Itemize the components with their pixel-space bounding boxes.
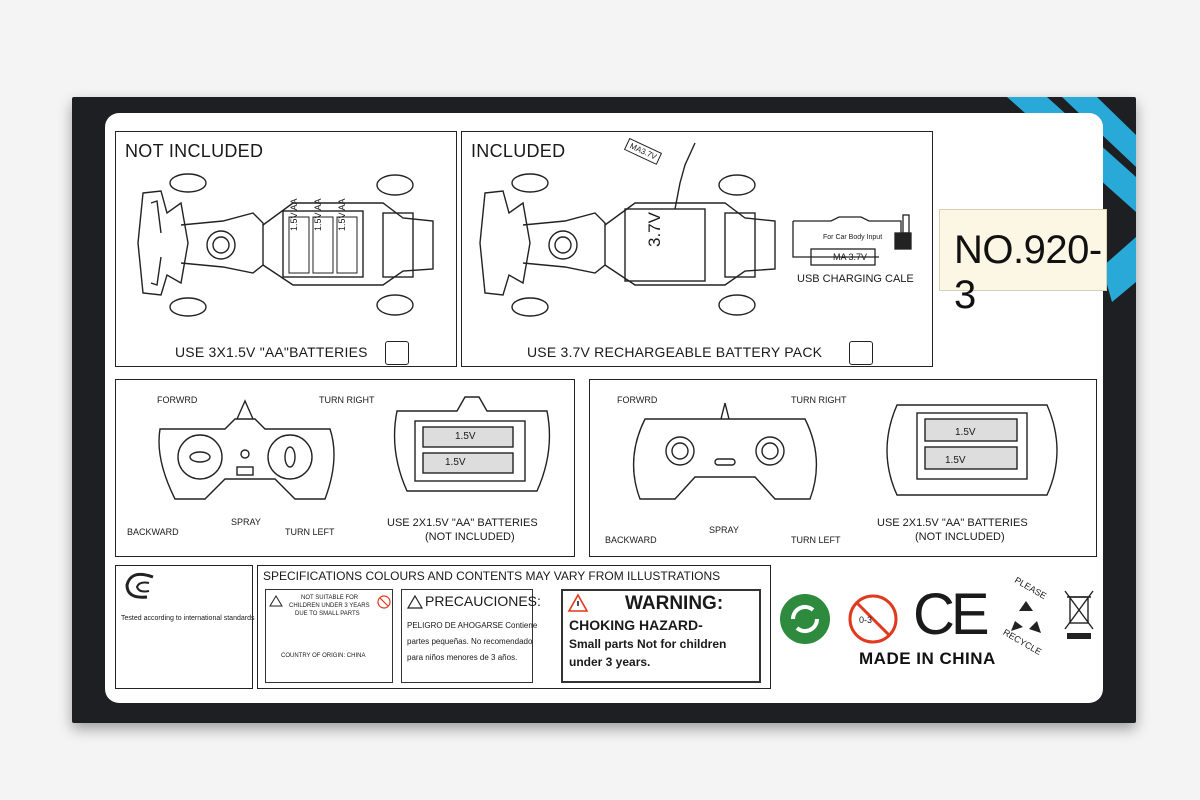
included-heading: INCLUDED <box>471 141 566 161</box>
remote-left-backward: BACKWARD <box>127 527 179 537</box>
small-parts-box <box>265 589 393 683</box>
remote-left-turn-right: TURN RIGHT <box>319 395 375 405</box>
usb-cable-diagram <box>792 214 912 266</box>
ce-mark: CE <box>913 582 990 647</box>
car-left-battery-1: 1.5V AA <box>289 198 299 231</box>
warning-line3: under 3 years. <box>569 655 651 669</box>
precaution-line3: para niños menores de 3 años. <box>407 653 518 662</box>
remote-right-turn-left: TURN LEFT <box>791 535 841 545</box>
remote-right-spray: SPRAY <box>709 525 739 535</box>
warning-title: WARNING: <box>625 593 724 614</box>
cable-note: For Car Body Input <box>823 234 883 241</box>
remote-right-turn-right: TURN RIGHT <box>791 395 847 405</box>
cable-caption: USB CHARGING CALE <box>797 273 914 285</box>
instruction-panel: NOT INCLUDED 1.5V AA 1.5V AA 1.5V AA U <box>105 113 1107 703</box>
standards-logo <box>125 572 154 599</box>
remote-right-battery-diagram <box>886 404 1058 496</box>
standards-text: Tested according to international standa… <box>121 615 255 622</box>
remote-left-turn-left: TURN LEFT <box>285 527 335 537</box>
warning-line2: Small parts Not for children <box>569 637 727 651</box>
remote-left-forward: FORWRD <box>157 395 198 405</box>
car-left-checkbox <box>385 341 409 365</box>
not-included-heading: NOT INCLUDED <box>125 141 264 161</box>
small-warning-line2: CHILDREN UNDER 3 YEARS <box>289 603 370 609</box>
small-warning-origin: COUNTRY OF ORIGIN: CHINA <box>281 653 366 659</box>
car-battery-diagram <box>137 173 434 317</box>
remote-left-batt-b: 1.5V <box>445 457 466 468</box>
precaution-title: PRECAUCIONES: <box>425 593 541 609</box>
warning-line1: CHOKING HAZARD- <box>569 617 703 633</box>
pack-value: 3.7V <box>645 212 664 247</box>
small-warning-triangle <box>269 595 283 607</box>
remote-right-caption-1: USE 2X1.5V "AA" BATTERIES <box>877 517 1028 529</box>
small-warning-line3: DUE TO SMALL PARTS <box>295 611 360 617</box>
small-warning-line1: NOT SUITABLE FOR <box>301 595 359 601</box>
product-box: NOT INCLUDED 1.5V AA 1.5V AA 1.5V AA U <box>72 97 1136 723</box>
precaution-triangle <box>406 594 424 609</box>
warning-triangle <box>567 593 589 612</box>
no-child-icon <box>377 595 391 609</box>
remote-right-batt-b: 1.5V <box>945 455 966 466</box>
section-bottom-main <box>257 565 771 689</box>
precaution-line1: PELIGRO DE AHOGARSE Contiene <box>407 621 538 630</box>
section-not-included <box>115 131 457 367</box>
car-right-caption: USE 3.7V RECHARGEABLE BATTERY PACK <box>527 344 823 360</box>
remote-left-caption-1: USE 2X1.5V "AA" BATTERIES <box>387 517 538 529</box>
remote-right-diagram <box>632 402 818 500</box>
remote-right-backward: BACKWARD <box>605 535 657 545</box>
remote-right-forward: FORWRD <box>617 395 658 405</box>
remote-right-caption-2: (NOT INCLUDED) <box>915 531 1005 543</box>
model-sticker: NO.920-3 <box>939 209 1107 317</box>
remote-left-spray: SPRAY <box>231 517 261 527</box>
weee-bin-icon <box>1064 590 1094 639</box>
remote-left-caption-2: (NOT INCLUDED) <box>425 531 515 543</box>
car-left-battery-2: 1.5V AA <box>313 198 323 231</box>
age-warning-icon <box>848 594 898 644</box>
car-right-checkbox <box>849 341 873 365</box>
section-included <box>461 131 933 367</box>
model-number: NO.920-3 <box>954 228 1102 317</box>
recycle-icon <box>1011 601 1041 633</box>
car-left-caption: USE 3X1.5V "AA"BATTERIES <box>175 344 368 360</box>
green-dot-icon <box>780 594 830 644</box>
section-remote-right <box>589 379 1097 557</box>
remote-right-batt-a: 1.5V <box>955 427 976 438</box>
age-badge: 0-3 <box>859 615 873 625</box>
cable-tag: MA 3.7V <box>833 252 868 262</box>
remote-left-diagram <box>158 399 335 500</box>
section-bottom-left <box>115 565 253 689</box>
car-left-battery-3: 1.5V AA <box>337 198 347 231</box>
remote-left-battery-diagram <box>393 396 551 492</box>
car-pack-diagram <box>479 142 776 317</box>
remote-left-batt-a: 1.5V <box>455 431 476 442</box>
section-remote-left <box>115 379 575 557</box>
made-in-china: MADE IN CHINA <box>859 649 996 668</box>
precaution-box <box>401 589 533 683</box>
specs-note: SPECIFICATIONS COLOURS AND CONTENTS MAY … <box>263 569 721 583</box>
precaution-line2: partes pequeñas. No recomendado <box>407 637 533 646</box>
warning-box <box>561 589 761 683</box>
